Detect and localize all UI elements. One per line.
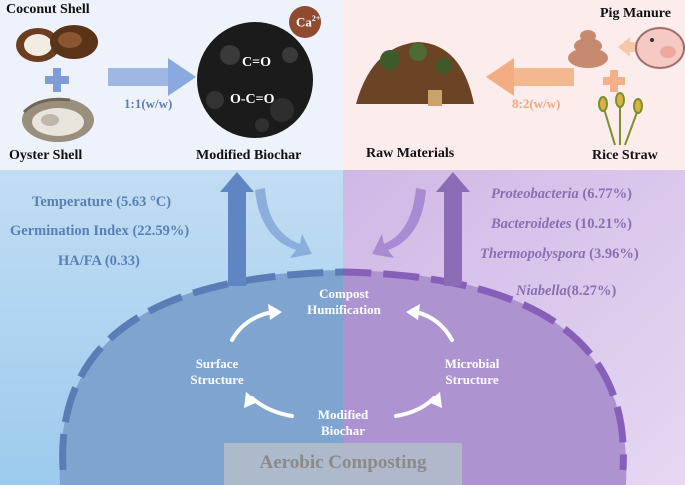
- taxon-bacteroidetes: Bacteroidetes (10.21%): [491, 216, 632, 232]
- carbonyl-group: C=O: [242, 55, 271, 70]
- raw-materials-label: Raw Materials: [366, 146, 455, 161]
- ratio-right: 8:2(w/w): [512, 96, 561, 111]
- plus-icon: [45, 68, 69, 92]
- soil-pile-icon: [356, 42, 474, 106]
- banner-box: [224, 443, 462, 485]
- compost-dome: [59, 268, 627, 485]
- taxon-thermopolyspora: Thermopolyspora (3.96%): [480, 246, 639, 262]
- aerobic-composting-banner: Aerobic Composting: [259, 452, 427, 473]
- calcium-ion: Ca2+: [296, 14, 321, 30]
- up-arrow-right: [436, 172, 470, 286]
- oyster-shell-label: Oyster Shell: [9, 148, 83, 163]
- orange-plus-icon: [603, 70, 625, 92]
- small-orange-arrow: [618, 37, 630, 57]
- manure-icon: [568, 30, 608, 68]
- coconut-shell-icon: [16, 25, 98, 62]
- curved-arrow-left: [255, 188, 312, 258]
- metric-germination-index: Germination Index (22.59%): [10, 223, 190, 239]
- pig-icon: [635, 27, 685, 69]
- taxon-niabella: Niabella(8.27%): [516, 283, 617, 299]
- coconut-shell-label: Coconut Shell: [6, 2, 90, 17]
- taxon-proteobacteria: Proteobacteria (6.77%): [491, 186, 632, 202]
- ratio-left: 1:1(w/w): [124, 96, 173, 111]
- orange-arrow-icon: [486, 58, 574, 96]
- metric-temperature: Temperature (5.63 °C): [32, 194, 172, 210]
- curved-arrow-right: [372, 188, 426, 258]
- carboxyl-group: O-C=O: [230, 92, 275, 107]
- pig-manure-label: Pig Manure: [600, 6, 671, 21]
- arrow-icon: [108, 58, 196, 96]
- biochar-icon: [197, 6, 321, 138]
- oyster-shell-icon: [22, 97, 94, 142]
- up-arrow-left: [220, 172, 254, 286]
- modified-biochar-label: Modified Biochar: [196, 148, 302, 163]
- rice-straw-label: Rice Straw: [592, 148, 658, 163]
- rice-straw-icon: [598, 92, 643, 146]
- metric-ha-fa: HA/FA (0.33): [58, 253, 140, 269]
